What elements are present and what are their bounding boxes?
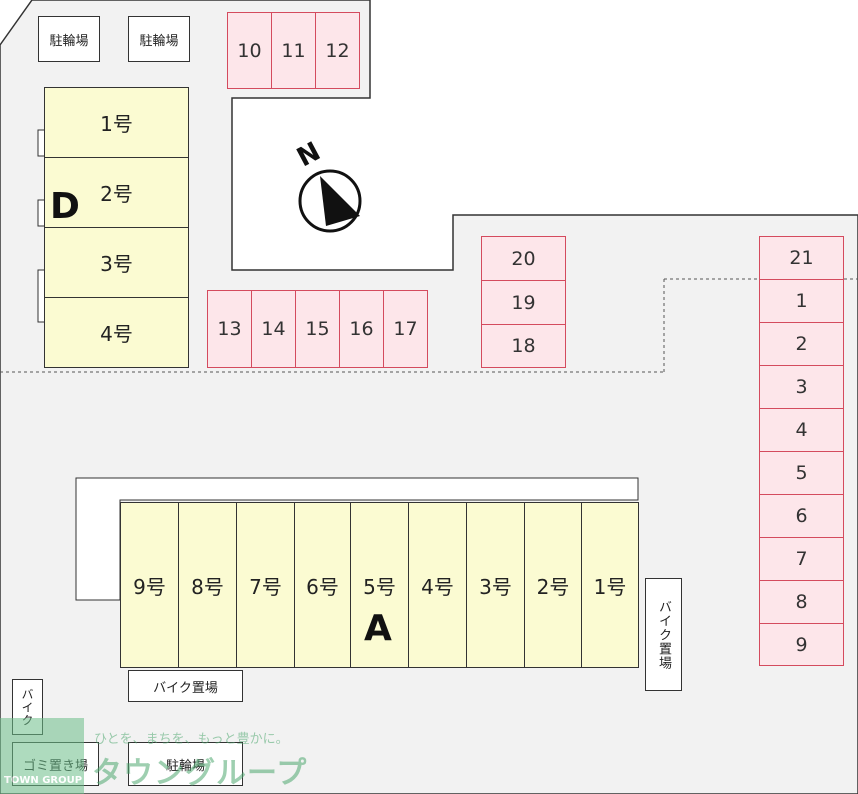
building-a-label: A xyxy=(364,608,392,649)
building-d-unit-4: 4号 xyxy=(44,297,189,368)
bicycle-parking-1: 駐輪場 xyxy=(38,16,100,62)
building-d-unit-3: 3号 xyxy=(44,227,189,298)
parking-slot-7: 7 xyxy=(759,537,844,581)
logo-mark-icon xyxy=(0,718,84,794)
parking-slot-11: 11 xyxy=(271,12,316,89)
building-a-unit-5: 5号 xyxy=(350,502,409,668)
parking-slot-2: 2 xyxy=(759,322,844,366)
parking-slot-17: 17 xyxy=(383,290,428,368)
building-d-unit-1: 1号 xyxy=(44,87,189,158)
parking-slot-15: 15 xyxy=(295,290,340,368)
building-a-unit-4: 4号 xyxy=(408,502,467,668)
parking-slot-6: 6 xyxy=(759,494,844,538)
parking-slot-9: 9 xyxy=(759,623,844,666)
bike-parking-vertical-label: バイク置場 xyxy=(656,599,671,670)
bike-parking-vertical: バイク置場 xyxy=(645,578,682,691)
building-d-label: D xyxy=(50,186,80,227)
bicycle-parking-3: 駐輪場 xyxy=(128,742,243,786)
logo-name: タウングループ xyxy=(92,756,308,791)
bicycle-parking-2: 駐輪場 xyxy=(128,16,190,62)
parking-slot-1: 1 xyxy=(759,279,844,323)
parking-slot-5: 5 xyxy=(759,451,844,495)
parking-slot-21: 21 xyxy=(759,236,844,280)
parking-slot-13: 13 xyxy=(207,290,252,368)
building-a-unit-1: 1号 xyxy=(581,502,639,668)
bike-parking-small-label: バイク xyxy=(20,687,34,727)
bike-parking-horizontal: バイク置場 xyxy=(128,670,243,702)
parking-slot-19: 19 xyxy=(481,280,566,325)
parking-slot-4: 4 xyxy=(759,408,844,452)
parking-slot-10: 10 xyxy=(227,12,272,89)
parking-slot-8: 8 xyxy=(759,580,844,624)
logo-tagline: ひとを、まちを、もっと豊かに。 xyxy=(94,732,289,747)
building-a-unit-7: 7号 xyxy=(236,502,295,668)
building-a-unit-8: 8号 xyxy=(178,502,237,668)
parking-slot-16: 16 xyxy=(339,290,384,368)
north-arrow-icon: N xyxy=(290,137,370,236)
building-a-unit-2: 2号 xyxy=(524,502,582,668)
building-d-unit-2: 2号 xyxy=(44,157,189,228)
parking-slot-12: 12 xyxy=(315,12,360,89)
building-a-unit-6: 6号 xyxy=(294,502,351,668)
building-a-unit-9: 9号 xyxy=(120,502,179,668)
logo-watermark: TOWN GROUP ひとを、まちを、もっと豊かに。 タウングループ xyxy=(0,718,344,794)
parking-slot-18: 18 xyxy=(481,324,566,368)
building-a-unit-3: 3号 xyxy=(466,502,525,668)
parking-slot-14: 14 xyxy=(251,290,296,368)
logo-english: TOWN GROUP xyxy=(4,775,83,786)
parking-slot-3: 3 xyxy=(759,365,844,409)
parking-slot-20: 20 xyxy=(481,236,566,281)
